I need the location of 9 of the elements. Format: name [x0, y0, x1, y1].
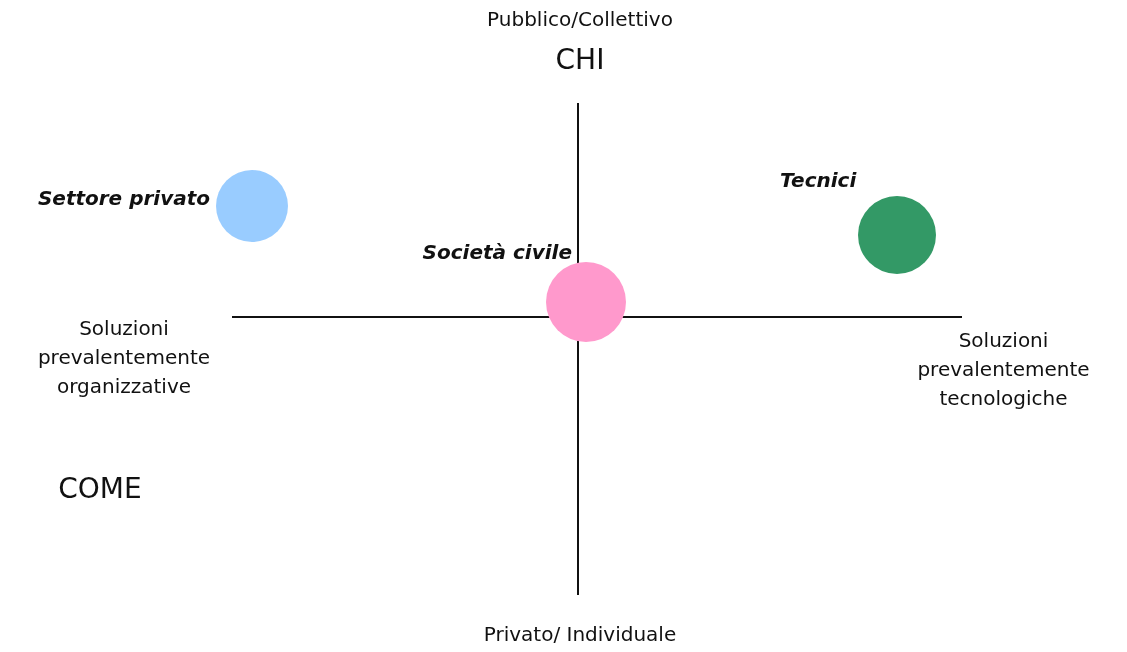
axis-title: CHI: [554, 42, 606, 78]
axis-label: Soluzioni prevalentemente organizzative: [36, 315, 212, 400]
axis-label: Soluzioni prevalentemente tecnologiche: [916, 327, 1091, 412]
group-label: Tecnici: [780, 168, 858, 192]
axis-label: Privato/ Individuale: [482, 621, 678, 648]
axis-label: Pubblico/Collettivo: [486, 6, 674, 33]
axis-title: COME: [57, 471, 143, 507]
group-label: Settore privato: [36, 186, 210, 210]
group-label: Società civile: [421, 240, 572, 264]
